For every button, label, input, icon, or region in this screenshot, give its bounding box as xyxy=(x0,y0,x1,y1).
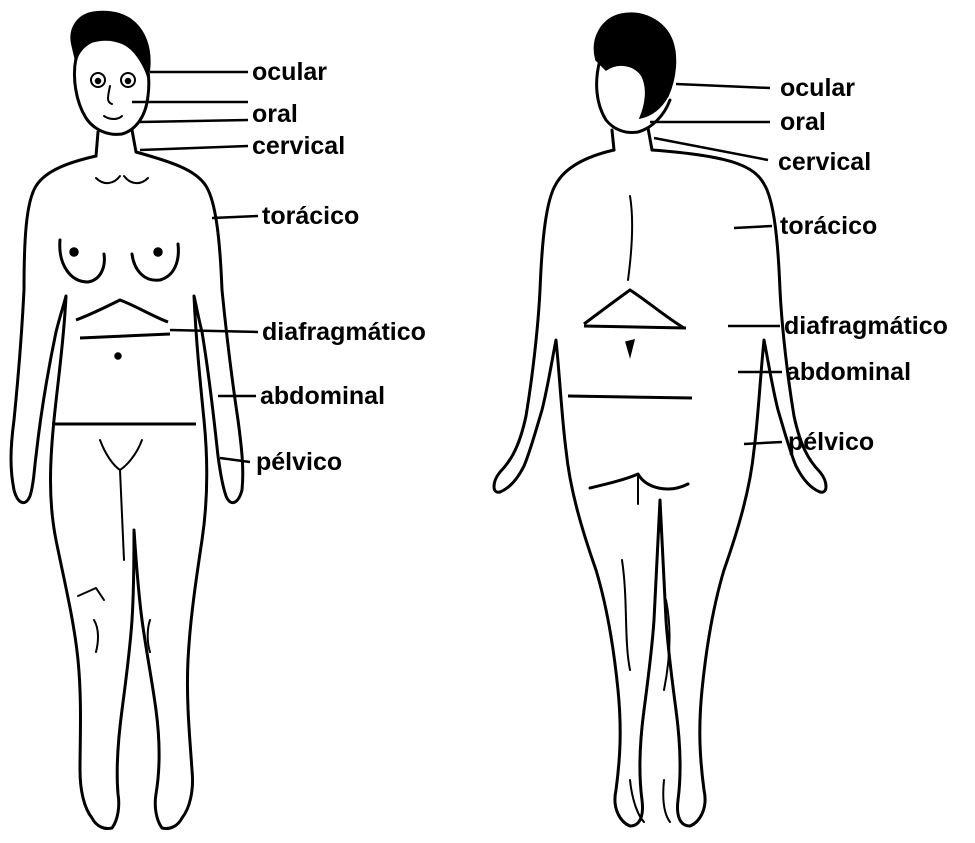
front-label-oral: oral xyxy=(252,100,298,128)
back-hair xyxy=(594,13,675,118)
front-label-diafragmatico: diafragmático xyxy=(262,318,426,346)
back-label-cervical: cervical xyxy=(778,148,871,176)
front-diaphragm-band xyxy=(76,300,168,322)
front-leader-lines xyxy=(132,72,258,462)
back-label-diafragmatico: diafragmático xyxy=(784,312,948,340)
back-abdominal-line xyxy=(568,396,692,398)
front-label-ocular: ocular xyxy=(252,58,327,86)
front-figure xyxy=(11,12,243,829)
front-head xyxy=(74,56,148,134)
front-diaphragm-line xyxy=(80,334,170,338)
front-label-cervical: cervical xyxy=(252,132,345,160)
back-label-oral: oral xyxy=(780,108,826,136)
back-figure xyxy=(494,13,826,826)
front-body-outline xyxy=(11,152,243,829)
front-hair xyxy=(71,12,150,78)
back-label-abdominal: abdominal xyxy=(786,358,911,386)
front-label-abdominal: abdominal xyxy=(260,382,385,410)
back-label-toracico: torácico xyxy=(780,212,877,240)
back-label-pelvico: pélvico xyxy=(788,428,874,456)
back-label-ocular: ocular xyxy=(780,74,855,102)
front-label-pelvico: pélvico xyxy=(256,448,342,476)
back-diaphragm-line xyxy=(584,326,686,328)
front-label-toracico: torácico xyxy=(262,202,359,230)
back-leader-lines xyxy=(650,84,782,444)
front-labels: ocular oral cervical torácico diafragmát… xyxy=(252,58,426,476)
back-labels: ocular oral cervical torácico diafragmát… xyxy=(778,74,948,456)
back-diaphragm-band xyxy=(584,290,684,328)
